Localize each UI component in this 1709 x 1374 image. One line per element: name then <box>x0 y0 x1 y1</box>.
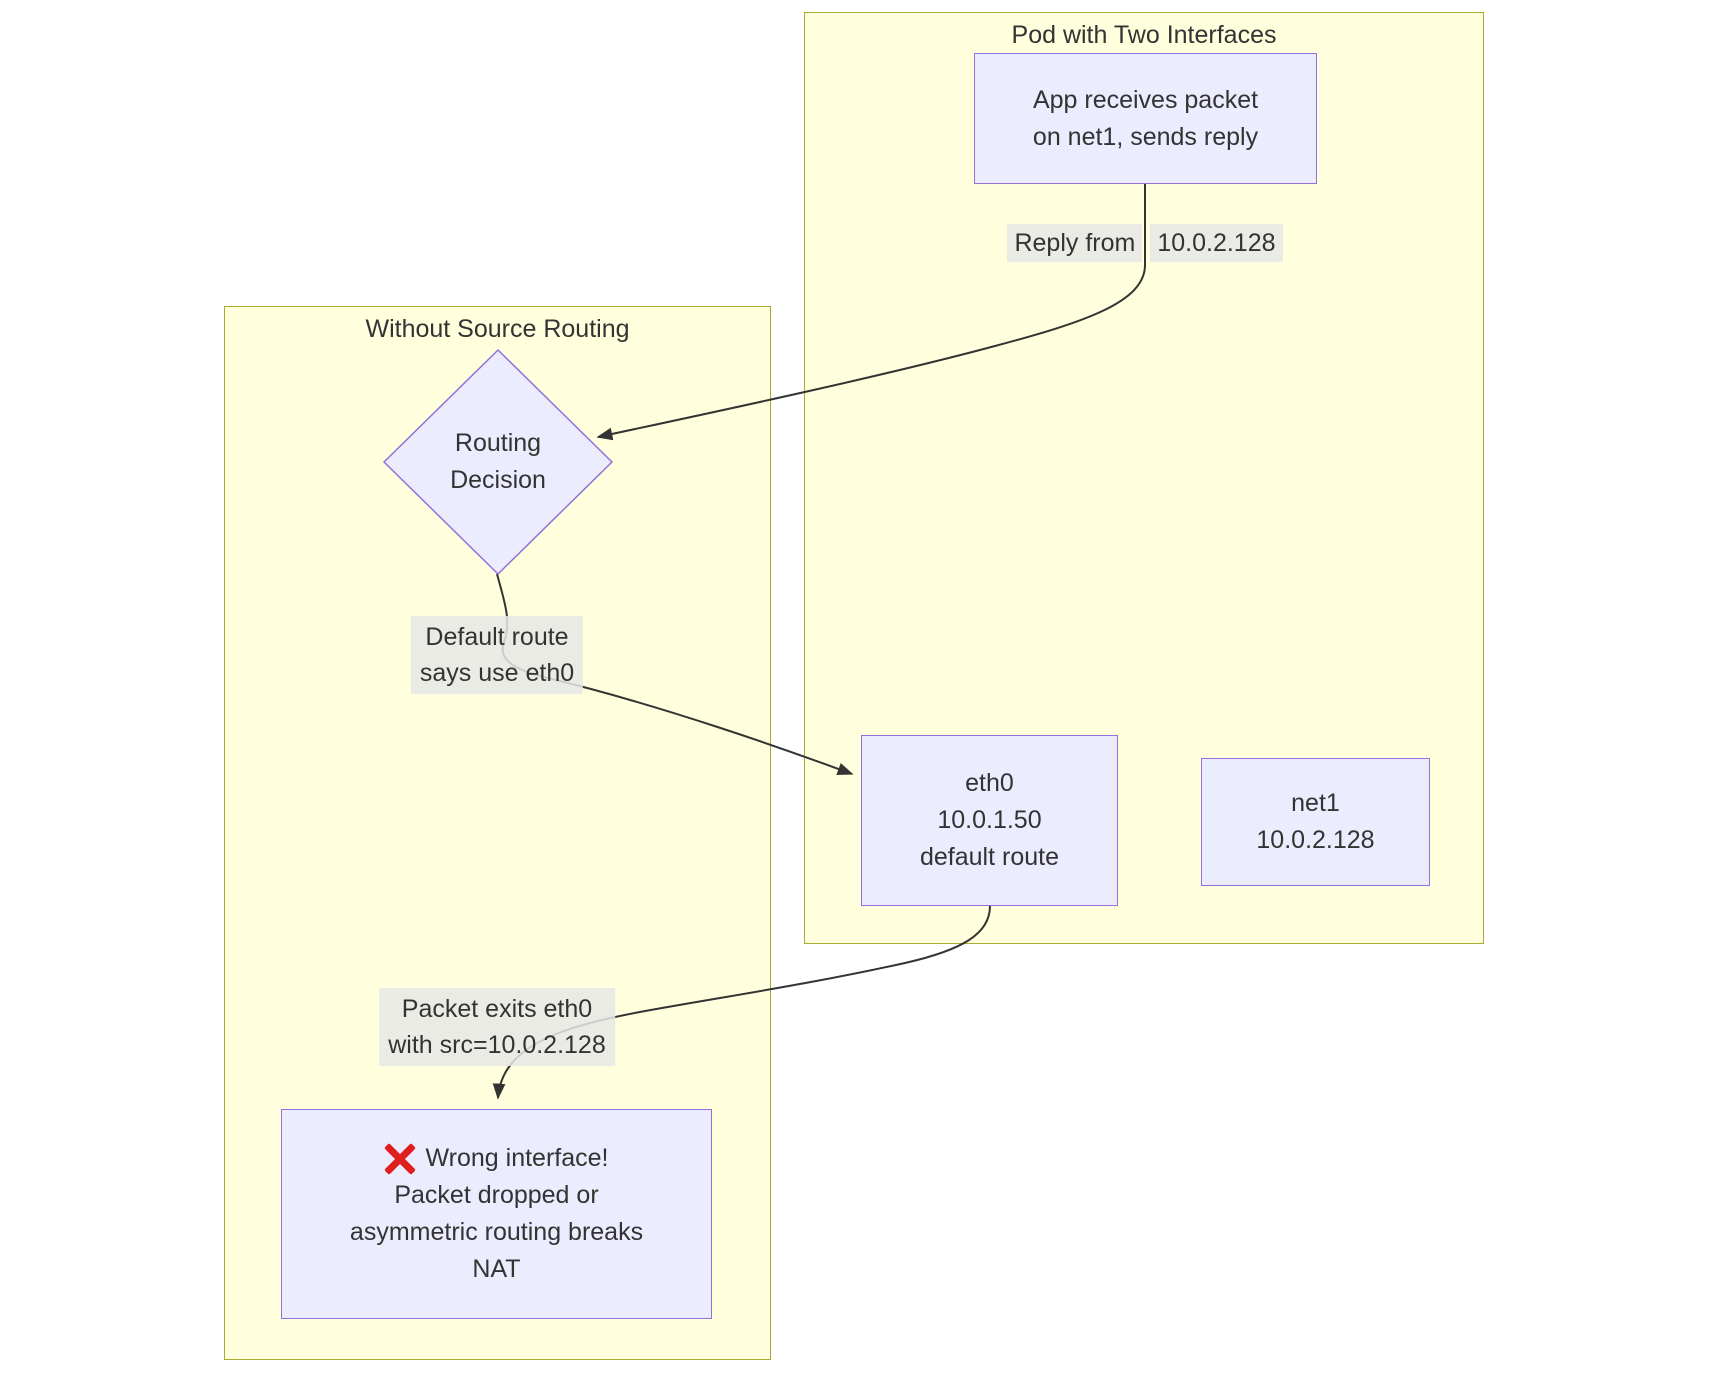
edge-label-packet-line2: with src=10.0.2.128 <box>388 1031 606 1059</box>
cross-mark-icon <box>385 1145 415 1173</box>
node-error-line1-text: Wrong interface! <box>425 1144 609 1172</box>
edge-label-reply: Reply from 10.0.2.128 <box>915 224 1375 262</box>
node-net1: net1 10.0.2.128 <box>1201 758 1430 886</box>
node-eth0: eth0 10.0.1.50 default route <box>861 735 1118 906</box>
edge-label-default-line1: Default route <box>425 623 569 651</box>
node-error-line3: asymmetric routing breaks <box>349 1218 644 1246</box>
node-error-line4: NAT <box>472 1255 521 1283</box>
edge-label-packet-exits: Packet exits eth0 with src=10.0.2.128 <box>379 988 615 1066</box>
edge-label-default-route: Default route says use eth0 <box>410 616 584 694</box>
edge-label-reply-part1: Reply from <box>1007 224 1143 262</box>
node-net1-line1: net1 <box>1291 789 1340 817</box>
cluster-pod-title: Pod with Two Interfaces <box>1011 21 1277 49</box>
node-app-line2: on net1, sends reply <box>1032 122 1259 151</box>
node-routing-decision: Routing Decision <box>398 408 598 516</box>
node-app-line1: App receives packet <box>1032 85 1259 114</box>
node-eth0-line1: eth0 <box>965 769 1014 797</box>
edge-label-default-line2: says use eth0 <box>419 659 575 687</box>
node-routing-line1: Routing <box>454 429 542 457</box>
edge-label-packet-line1: Packet exits eth0 <box>401 995 593 1023</box>
node-net1-line2: 10.0.2.128 <box>1256 826 1375 854</box>
node-app-receives-packet: App receives packet on net1, sends reply <box>974 53 1317 184</box>
edge-label-reply-part2: 10.0.2.128 <box>1150 224 1283 262</box>
node-eth0-line3: default route <box>920 843 1059 871</box>
cluster-without-title: Without Source Routing <box>365 315 630 343</box>
node-error-line1: Wrong interface! <box>385 1140 609 1177</box>
node-eth0-line2: 10.0.1.50 <box>937 806 1042 834</box>
node-wrong-interface: Wrong interface! Packet dropped or asymm… <box>281 1109 712 1319</box>
node-routing-line2: Decision <box>450 466 546 494</box>
node-error-line2: Packet dropped or <box>394 1181 599 1209</box>
